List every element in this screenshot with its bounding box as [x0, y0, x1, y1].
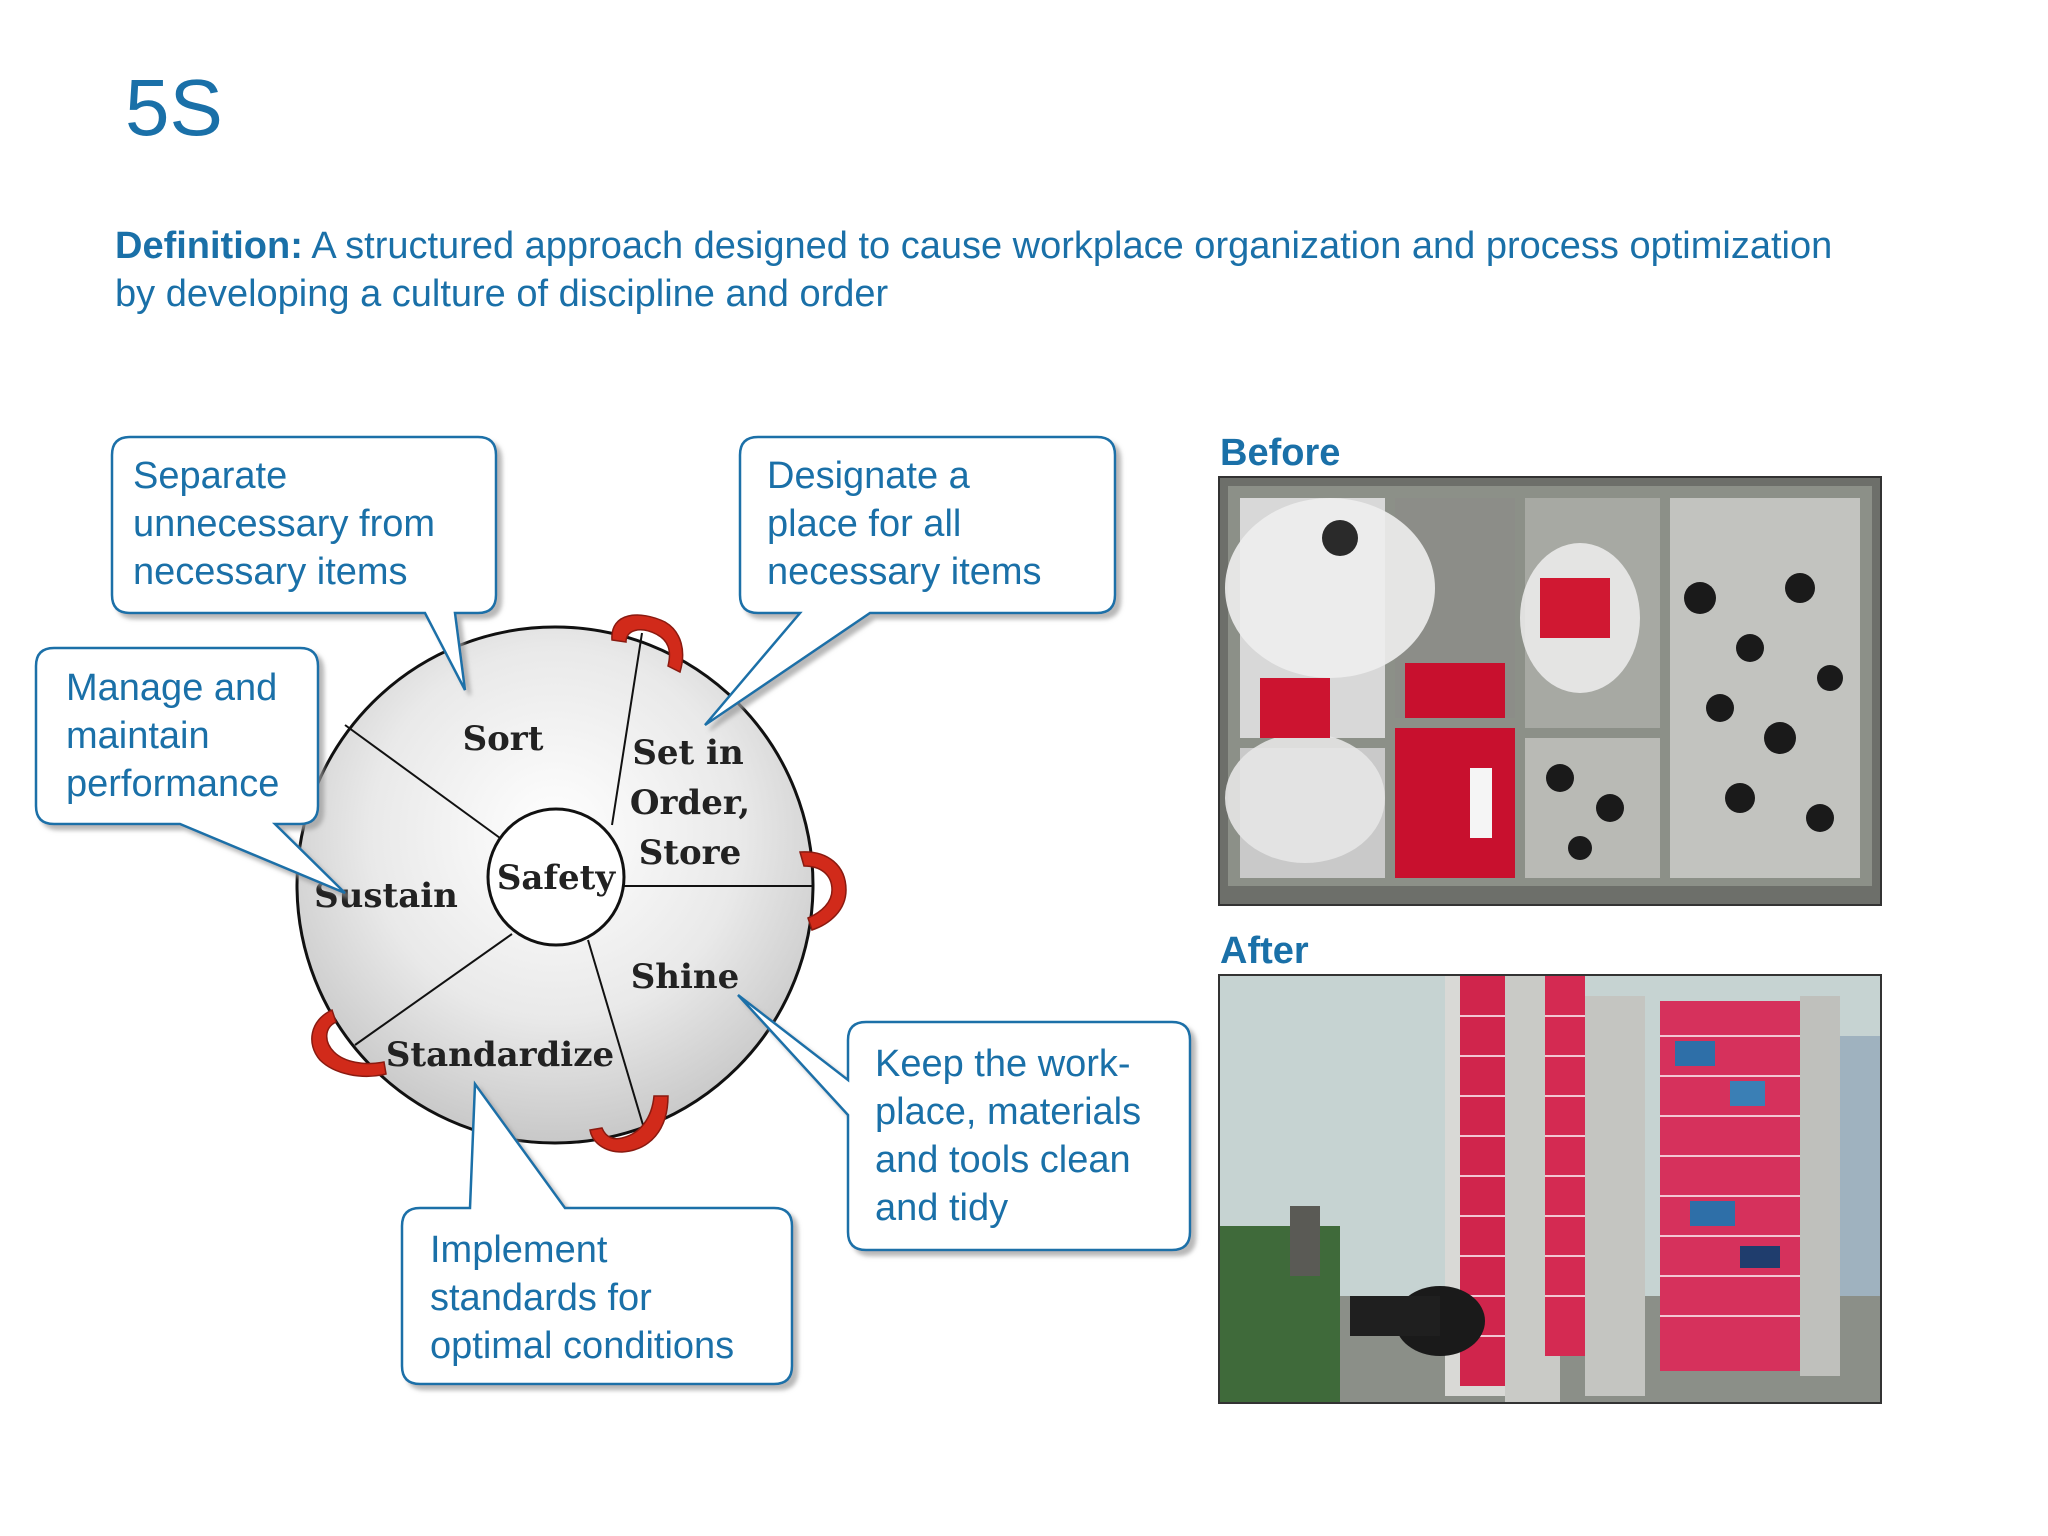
divider-standardize-sustain: [354, 933, 513, 1046]
slide-title: 5S: [125, 63, 223, 152]
segment-shine: Shine: [631, 957, 740, 997]
callout-standardize-line: Implement: [430, 1229, 608, 1271]
segment-sort: Sort: [463, 719, 544, 759]
segment-standardize: Standardize: [386, 1035, 614, 1075]
before-drawer-illustration: [1220, 478, 1880, 904]
cycle-arrow-icon: [611, 614, 684, 674]
callout-standardize-line: standards for: [430, 1277, 652, 1319]
segment-set-line1: Set in: [632, 733, 743, 773]
before-photo: [1218, 476, 1882, 906]
callout-sustain-line: Manage and: [66, 667, 278, 709]
callout-sustain-text: Manage and maintain performance: [66, 664, 279, 808]
after-label: After: [1220, 930, 1309, 972]
callout-standardize-text: Implement standards for optimal conditio…: [430, 1226, 734, 1370]
callout-shine-line: place, materials: [875, 1091, 1142, 1133]
callout-shine: [737, 994, 1192, 1252]
callout-sort-text: Separate unnecessary from necessary item…: [133, 452, 435, 596]
definition-label: Definition:: [115, 225, 303, 267]
definition-body: A structured approach designed to cause …: [115, 225, 1833, 315]
segment-set-line3: Store: [639, 833, 741, 873]
segment-set-line2: Order,: [630, 783, 750, 823]
callout-sustain: [34, 646, 346, 895]
divider-sort-sustain: [344, 724, 501, 839]
after-photo: [1218, 974, 1882, 1404]
callout-shine-line: and tidy: [875, 1187, 1009, 1229]
cycle-arrow-icon: [589, 1095, 669, 1153]
callout-set: [704, 435, 1117, 727]
callout-sort: [110, 435, 498, 691]
callout-shine-bubble: [737, 994, 1192, 1252]
callout-set-line: Designate a: [767, 455, 970, 497]
callout-sustain-bubble: [34, 646, 346, 895]
center-label: Safety: [497, 858, 617, 898]
callout-standardize-bubble: [400, 1080, 794, 1386]
callout-set-line: necessary items: [767, 551, 1042, 593]
callout-set-line: place for all: [767, 503, 962, 545]
wheel: Safety Sort Set in Order, Store Shine St…: [295, 625, 815, 1145]
callout-sort-line: necessary items: [133, 551, 408, 593]
callout-sort-line: unnecessary from: [133, 503, 436, 545]
cycle-arrow-icon: [799, 851, 847, 931]
before-label: Before: [1220, 432, 1341, 474]
callout-sort-bubble: [110, 435, 498, 691]
callout-sustain-line: maintain: [66, 715, 210, 757]
callout-set-bubble: [704, 435, 1117, 727]
after-cabinet-illustration: [1220, 976, 1880, 1402]
callout-sort-line: Separate: [133, 455, 288, 497]
wheel-center: [486, 807, 626, 947]
callout-standardize-line: optimal conditions: [430, 1325, 735, 1367]
callout-set-text: Designate a place for all necessary item…: [767, 452, 1042, 596]
callout-sustain-line: performance: [66, 763, 280, 805]
divider-shine-standardize: [587, 939, 644, 1126]
callout-shine-line: Keep the work-: [875, 1043, 1131, 1085]
callout-shine-text: Keep the work- place, materials and tool…: [875, 1040, 1141, 1232]
divider-sort-set: [611, 632, 643, 826]
callout-standardize: [400, 1080, 794, 1386]
segment-sustain: Sustain: [314, 876, 458, 916]
definition-text: Definition: A structured approach design…: [115, 222, 1835, 318]
cycle-arrow-icon: [311, 1008, 387, 1078]
callout-shine-line: and tools clean: [875, 1139, 1131, 1181]
cycle-arrows: [311, 614, 847, 1153]
